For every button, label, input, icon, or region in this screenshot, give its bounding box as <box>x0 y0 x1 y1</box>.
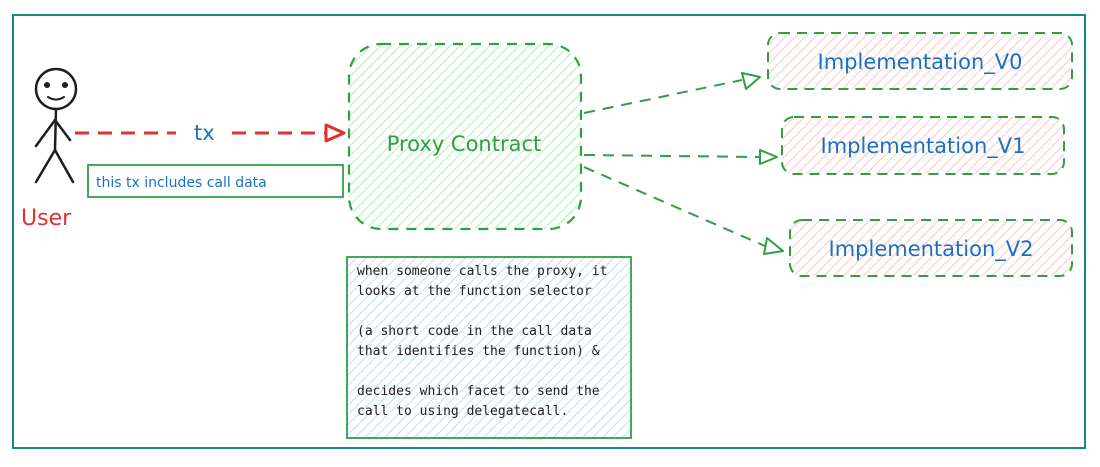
implementation-links <box>583 79 766 247</box>
explanation-line: decides which facet to send the <box>357 384 600 399</box>
link-to-v1 <box>583 154 761 158</box>
explanation-line: call to using delegatecall. <box>357 404 569 419</box>
implementation-v0-label: Implementation_V0 <box>818 50 1023 75</box>
implementation-v1-box <box>781 116 1065 175</box>
diagram-frame <box>12 14 1086 449</box>
user-label: User <box>21 206 72 231</box>
proxy-contract-label: Proxy Contract <box>387 132 542 156</box>
proxy-contract-box <box>347 42 583 231</box>
user-figure <box>34 67 78 184</box>
explanation-text: when someone calls the proxy, it looks a… <box>357 262 632 422</box>
explanation-line: (a short code in the call data <box>357 324 592 339</box>
explanation-box <box>346 256 632 439</box>
explanation-line: when someone calls the proxy, it <box>357 264 608 279</box>
arrowhead-v0-icon <box>741 72 761 90</box>
arrowhead-v1-icon <box>759 149 778 165</box>
tx-arrowhead-icon <box>324 123 346 143</box>
call-data-note-box <box>87 164 344 198</box>
explanation-line <box>357 362 632 382</box>
user-head-icon <box>34 67 78 111</box>
link-to-v0 <box>583 79 743 114</box>
implementation-v2-label: Implementation_V2 <box>829 237 1034 262</box>
implementation-v1-label: Implementation_V1 <box>821 134 1026 159</box>
link-to-v2 <box>583 166 766 247</box>
explanation-line: looks at the function selector <box>357 284 592 299</box>
implementation-v2-box <box>789 219 1073 277</box>
explanation-line: that identifies the function) & <box>357 344 600 359</box>
tx-label: tx <box>194 121 215 145</box>
call-data-note: this tx includes call data <box>96 175 267 191</box>
arrowhead-v2-icon <box>763 237 784 255</box>
implementation-v0-box <box>767 32 1073 90</box>
tx-arrow <box>75 123 346 143</box>
explanation-line <box>357 302 632 322</box>
